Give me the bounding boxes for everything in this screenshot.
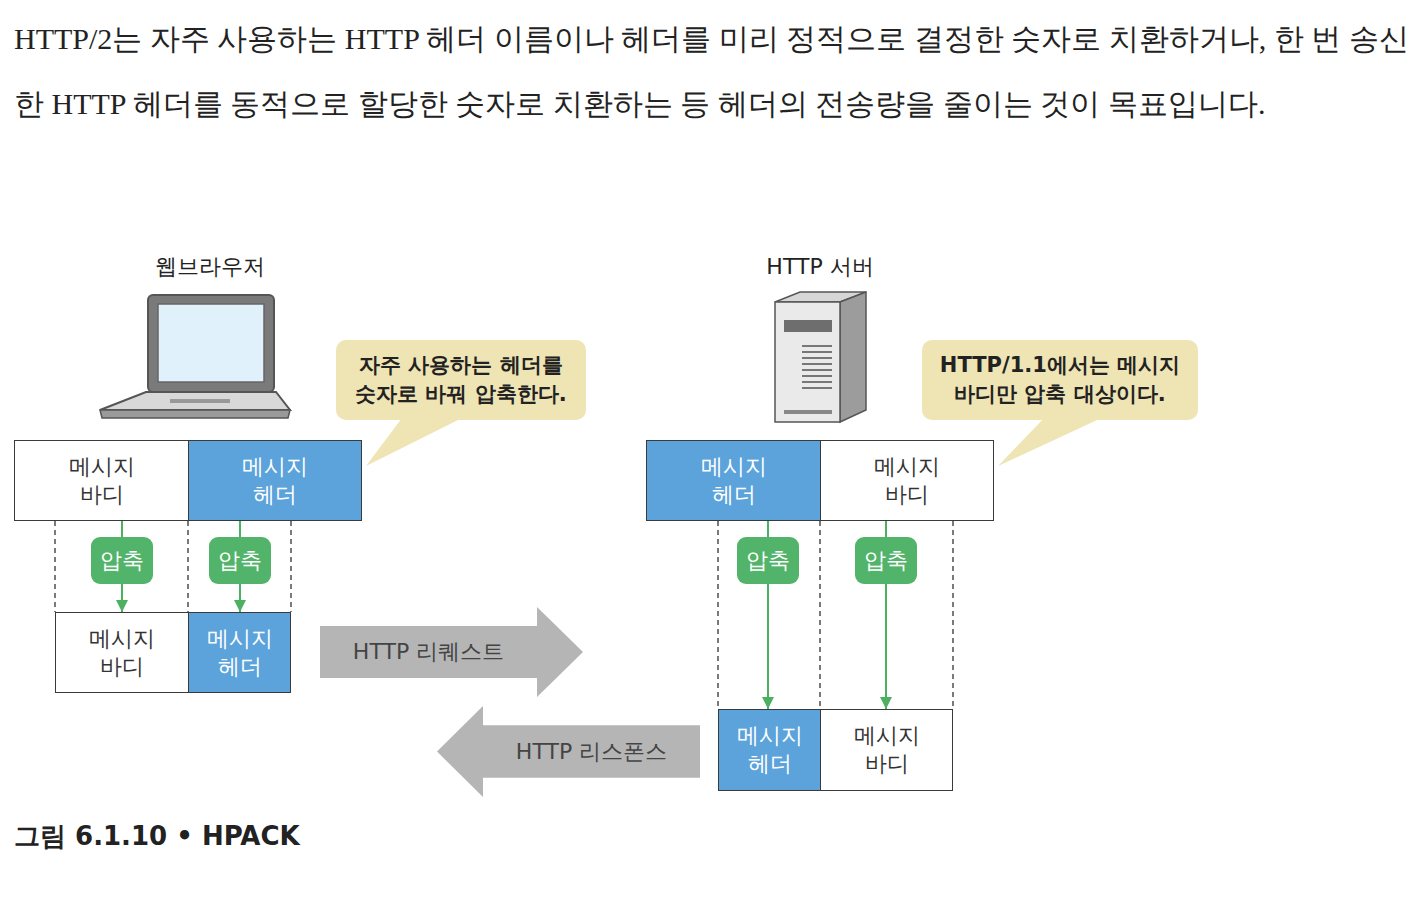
compress-flow-line [121, 584, 123, 612]
compress-pill: 압축 [91, 537, 153, 584]
message-header-box: 메시지 헤더 [188, 612, 291, 693]
node-text-group: HTTP/1.1에서는 메시지 바디만 압축 대상이다. [934, 351, 1186, 409]
compress-pill: 압축 [855, 537, 917, 584]
compress-flow-line [885, 521, 887, 537]
node-label: 메시지 헤더 [198, 625, 282, 681]
node-label: 압축 [746, 546, 790, 576]
node-text-group: 메시지 바디 [80, 625, 164, 681]
compress-flow-line [239, 584, 241, 612]
node-text-group: 메시지 바디 [845, 722, 929, 778]
node-text-group: 메시지 헤더 [233, 453, 317, 509]
message-header-box: 메시지 헤더 [188, 440, 362, 521]
request-arrow: HTTP 리퀘스트 [320, 607, 583, 697]
message-body-box: 메시지 바디 [14, 440, 189, 521]
figure-caption: 그림 6.1.10 • HPACK [14, 819, 300, 854]
node-label: 메시지 바디 [845, 722, 929, 778]
device-label: 웹브라우저 [130, 252, 290, 282]
message-body-box: 메시지 바디 [55, 612, 189, 693]
callout-bubble: 자주 사용하는 헤더를 숫자로 바꿔 압축한다. [336, 340, 586, 420]
node-text-group: 메시지 헤더 [692, 453, 776, 509]
compress-flow-line [121, 521, 123, 537]
node-text-group: HTTP 리퀘스트 [353, 637, 550, 667]
node-text-group: 메시지 헤더 [728, 722, 812, 778]
node-label: 압축 [864, 546, 908, 576]
compress-flow-line [767, 521, 769, 537]
node-label: HTTP 리퀘스트 [353, 637, 504, 667]
node-text-group: 압축 [746, 546, 790, 576]
compress-flow-line [767, 584, 769, 709]
device-label: HTTP 서버 [740, 252, 900, 282]
node-text-group: 압축 [100, 546, 144, 576]
callout-tail [998, 414, 1110, 466]
node-label: 자주 사용하는 헤더를 숫자로 바꿔 압축한다. [348, 351, 574, 409]
node-label: HTTP/1.1에서는 메시지 바디만 압축 대상이다. [934, 351, 1186, 409]
node-label: 압축 [100, 546, 144, 576]
node-text-group: 압축 [864, 546, 908, 576]
laptop-icon [100, 295, 290, 418]
response-arrow: HTTP 리스폰스 [437, 706, 700, 797]
compress-flow-line [885, 584, 887, 709]
node-label: HTTP 리스폰스 [516, 737, 667, 767]
node-text-group: HTTP 리스폰스 [470, 737, 667, 767]
node-text-group: 압축 [218, 546, 262, 576]
node-text-group: 메시지 바디 [60, 453, 144, 509]
node-text-group: 메시지 바디 [865, 453, 949, 509]
node-label: 메시지 바디 [60, 453, 144, 509]
node-label: 메시지 바디 [865, 453, 949, 509]
compress-flow-line [239, 521, 241, 537]
message-header-box: 메시지 헤더 [718, 709, 821, 791]
server-icon [775, 292, 866, 422]
callout-bubble: HTTP/1.1에서는 메시지 바디만 압축 대상이다. [922, 340, 1198, 420]
node-label: 메시지 헤더 [233, 453, 317, 509]
node-label: 메시지 바디 [80, 625, 164, 681]
body-paragraph: HTTP/2는 자주 사용하는 HTTP 헤더 이름이나 헤더를 미리 정적으로… [14, 6, 1409, 136]
node-text-group: 메시지 헤더 [198, 625, 282, 681]
callout-tail [366, 414, 470, 466]
compress-pill: 압축 [209, 537, 271, 584]
node-text-group: 자주 사용하는 헤더를 숫자로 바꿔 압축한다. [348, 351, 574, 409]
message-header-box: 메시지 헤더 [646, 440, 821, 521]
dashed-guides [55, 521, 953, 709]
message-body-box: 메시지 바디 [820, 709, 953, 791]
compress-pill: 압축 [737, 537, 799, 584]
message-body-box: 메시지 바디 [820, 440, 994, 521]
node-label: 메시지 헤더 [692, 453, 776, 509]
node-label: 압축 [218, 546, 262, 576]
node-label: 메시지 헤더 [728, 722, 812, 778]
